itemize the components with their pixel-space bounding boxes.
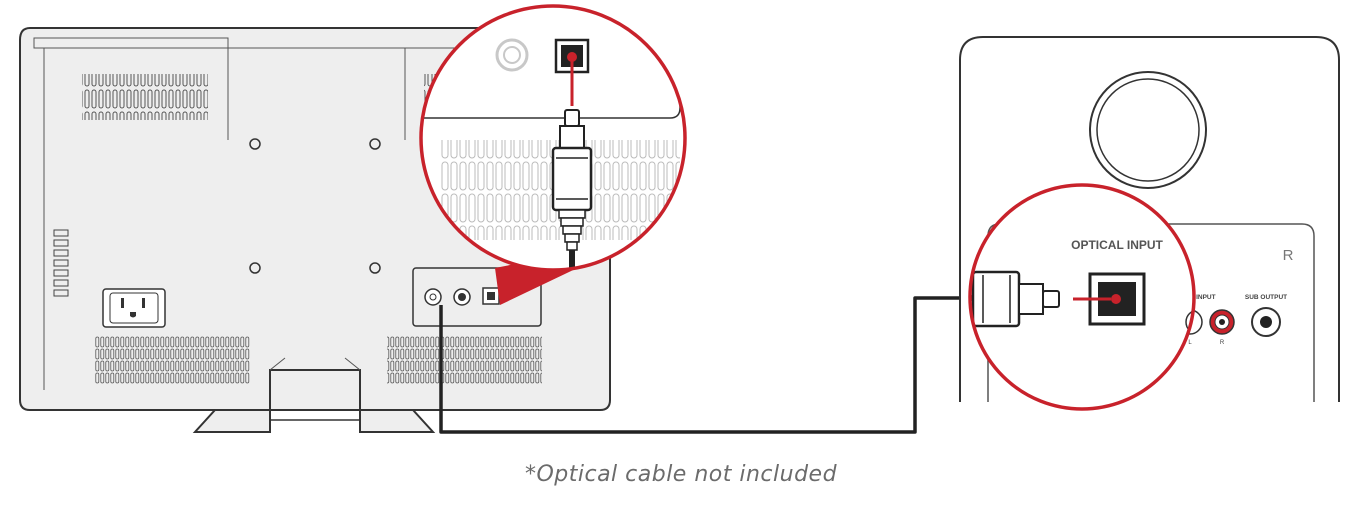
tv-zoom-callout bbox=[419, 4, 687, 305]
rca-input-label: RCA INPUT bbox=[1180, 294, 1215, 301]
optical-cable bbox=[439, 296, 975, 434]
speaker-zoom-callout: OPTICAL INPUT bbox=[968, 183, 1196, 411]
power-outlet-icon bbox=[102, 288, 166, 328]
vesa-hole bbox=[369, 138, 381, 150]
vesa-hole bbox=[249, 262, 261, 274]
optical-input-label: OPTICAL INPUT bbox=[1071, 238, 1163, 252]
tv-bottom-vent-left bbox=[95, 336, 250, 384]
rca-right-label: R bbox=[1220, 340, 1225, 346]
vesa-hole bbox=[249, 138, 261, 150]
caption: *Optical cable not included bbox=[524, 462, 838, 487]
optical-plug-icon bbox=[551, 109, 593, 270]
tv-top-vent-left bbox=[82, 74, 208, 120]
tv-stand bbox=[192, 357, 436, 433]
speaker-channel-label: R bbox=[1283, 247, 1294, 264]
tv-bottom-vent-right bbox=[387, 336, 542, 384]
sub-output-label: SUB OUTPUT bbox=[1245, 294, 1287, 301]
vesa-hole bbox=[369, 262, 381, 274]
tv-side-buttons bbox=[53, 229, 69, 297]
rca-left-label: L bbox=[1188, 340, 1192, 346]
